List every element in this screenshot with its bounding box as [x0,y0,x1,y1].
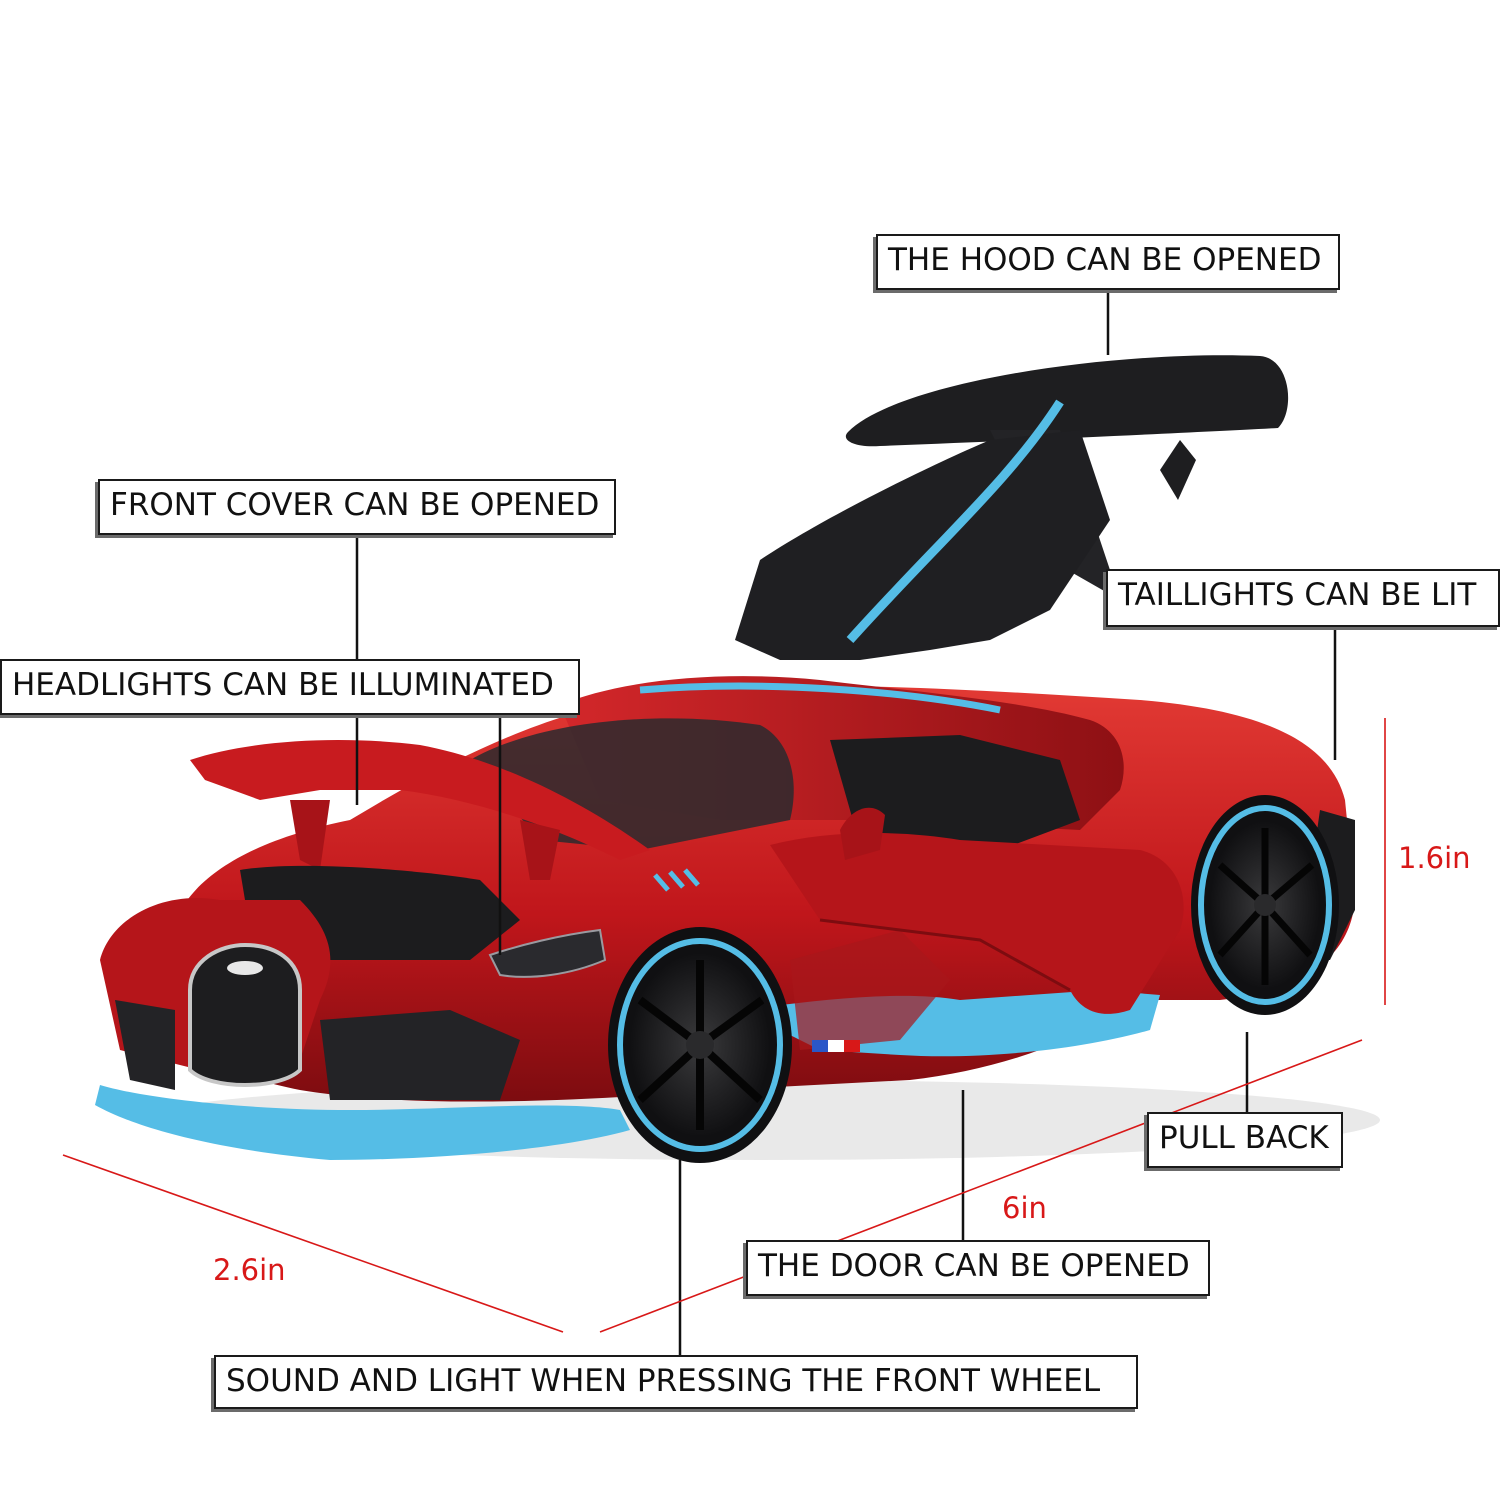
rear-wheel [1191,795,1339,1015]
sound-light-callout: SOUND AND LIGHT WHEN PRESSING THE FRONT … [214,1355,1138,1409]
front-fascia [95,868,700,1160]
width-dimension: 2.6in [213,1253,286,1287]
headlights-callout: HEADLIGHTS CAN BE ILLUMINATED [0,659,580,715]
length-dimension: 6in [1002,1191,1047,1225]
hood-callout: THE HOOD CAN BE OPENED [876,234,1340,290]
front-wheel [608,927,792,1163]
door-callout: THE DOOR CAN BE OPENED [746,1240,1210,1296]
taillights-callout: TAILLIGHTS CAN BE LIT [1106,569,1500,627]
front-cover-callout: FRONT COVER CAN BE OPENED [98,479,616,535]
callout-leaders [355,290,1337,1355]
dimension-lines [62,718,1386,1333]
open-door [770,807,1184,1014]
rear-wing [735,355,1289,660]
pull-back-callout: PULL BACK [1147,1112,1343,1168]
height-dimension: 1.6in [1398,841,1471,875]
